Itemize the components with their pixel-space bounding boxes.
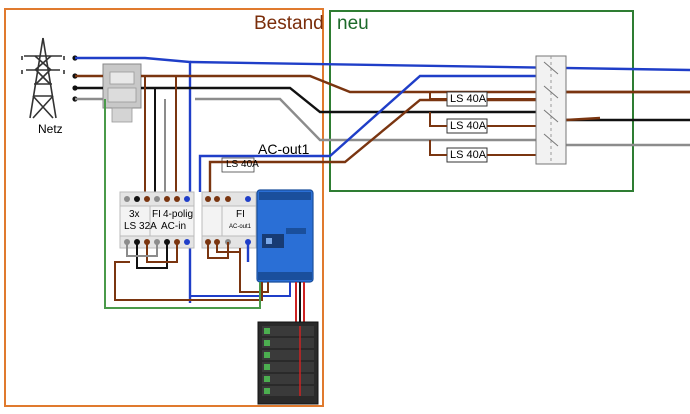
wire-acout1-blue [198,74,540,192]
fi-label-1: FI [152,209,161,220]
main-switch-device [102,63,142,123]
fi-label-2: FI [236,209,245,220]
battery-stack [257,321,319,405]
neu-title: neu [337,13,369,34]
wire-l3-bus [195,97,540,142]
ls40-breakers [446,91,488,163]
wire-pe-green [104,99,261,309]
wire-neutral-in [75,56,192,303]
connection-block [535,55,567,165]
ls40-small-label: LS 40A [226,159,259,170]
breaker-ls32-label: LS 32A [124,221,157,232]
neu-frame [329,10,634,192]
four-pole-label: 4-polig [163,209,194,220]
bestand-title: Bestand [254,13,324,34]
breaker-rail-2 [201,191,257,249]
power-pylon-icon [21,37,65,119]
ac-in-label: AC-in [161,221,187,232]
wire-inv-brown [239,248,269,293]
ls40-label-1: LS 40A [450,93,487,105]
breaker-rail-1 [119,191,195,249]
wire-brown-out2 [565,116,601,122]
wire-loop-grey [126,242,158,257]
wire-neutral-bus [189,60,690,72]
wire-loop-brown [146,242,178,263]
wire-ls3 [429,140,447,156]
wire-ls2 [429,112,447,127]
wire-inv-brown2 [114,261,263,301]
bestand-frame [4,8,324,407]
breaker-3x-label: 3x [129,209,140,220]
inverter-device [256,189,314,283]
wire-ls1 [429,92,447,100]
ls40-label-3: LS 40A [450,149,487,161]
netz-label: Netz [38,122,63,136]
ac-out1-small-label: AC-out1 [229,224,252,230]
wire-rail2-loop1 [207,242,229,259]
ac-out1-label: AC-out1 [258,141,310,157]
ls40-label-2: LS 40A [450,120,487,132]
